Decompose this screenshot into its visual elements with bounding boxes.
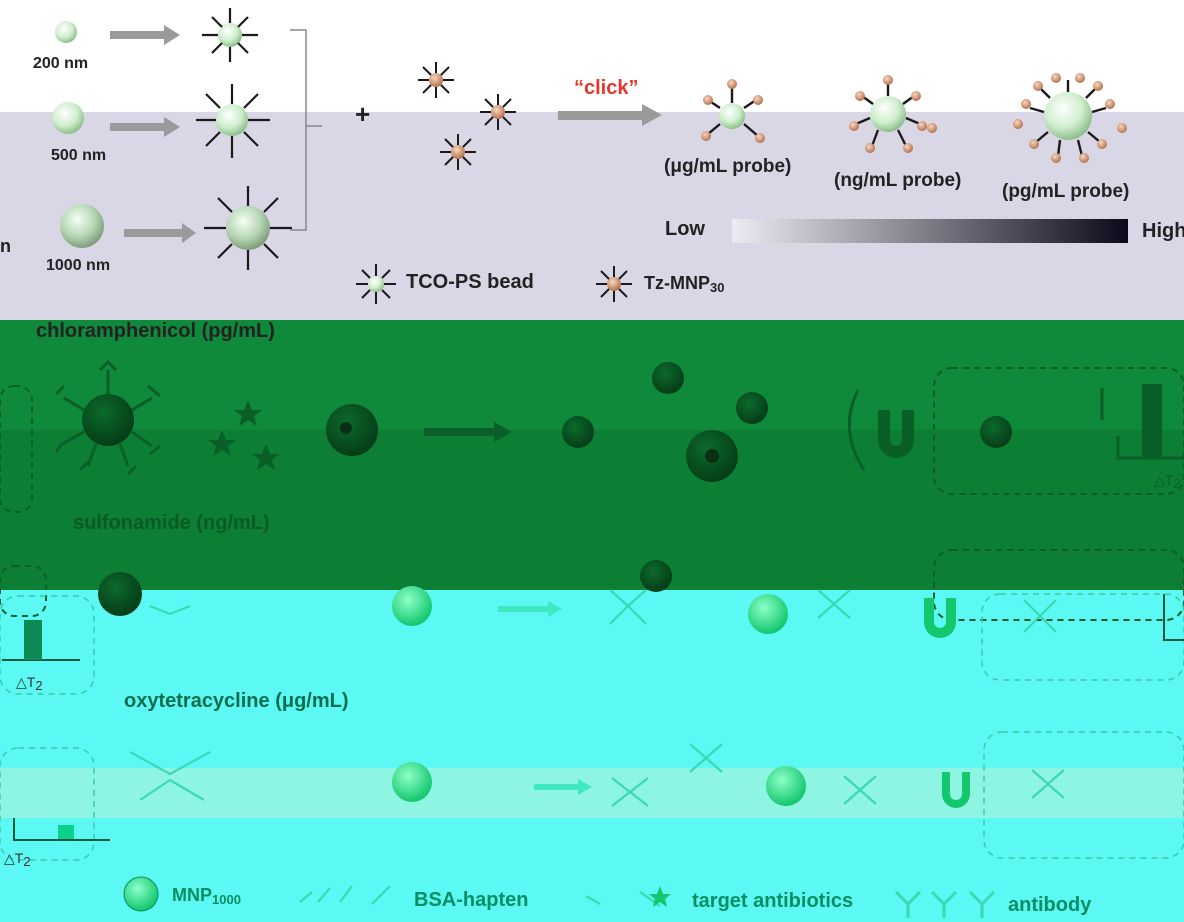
tco-bead-small [202, 8, 258, 62]
tco-legend-icon [356, 264, 396, 304]
probe-ug [701, 79, 765, 143]
bead-200nm [55, 21, 77, 43]
delta-t2-label-3: △T2 [4, 850, 31, 869]
click-arrow [558, 104, 662, 126]
delta-t2-label-1: △T2 [1154, 472, 1181, 491]
legend-mnp1000-label: MNP1000 [172, 885, 241, 907]
green-band-lower [0, 430, 1184, 610]
green-row-graphics [0, 359, 1184, 621]
mnp-legend-icon [123, 876, 159, 912]
click-label: “click” [574, 77, 639, 99]
gradient-low-label: Low [665, 218, 705, 240]
bead-1000nm [60, 204, 104, 248]
cut-off-label: n [0, 236, 11, 256]
cyan-band [0, 590, 1184, 922]
probe-pg [1013, 73, 1127, 163]
tz-mnp-cluster [418, 62, 516, 170]
legend-tz-label: Tz-MNP30 [644, 273, 725, 295]
size-label-200nm: 200 nm [33, 55, 89, 72]
size-arrows [110, 25, 196, 243]
probe-label-ug: (μg/mL probe) [664, 156, 792, 177]
legend-target-antibiotics-label: target antibiotics [692, 890, 854, 912]
size-bracket [290, 29, 322, 231]
plus-sign: + [355, 99, 371, 129]
legend-antibody-label: antibody [1008, 894, 1092, 916]
cyan-stripe [0, 768, 1184, 818]
cyan-row-graphics [0, 586, 1184, 918]
gradient-high-label: High [1142, 220, 1184, 242]
bead-500nm [52, 102, 84, 134]
top-white-band [0, 0, 1184, 128]
row-title-chloramphenicol: chloramphenicol (pg/mL) [36, 320, 275, 342]
lavender-band [0, 112, 1184, 322]
delta-t2-label-2: △T2 [16, 674, 43, 693]
green-band-upper [0, 320, 1184, 430]
row-title-sulfonamide: sulfonamide (ng/mL) [73, 512, 270, 534]
tco-bead-large [204, 186, 292, 270]
probe-label-pg: (pg/mL probe) [1002, 181, 1130, 202]
legend-tco-label: TCO-PS bead [406, 271, 534, 293]
tz-legend-icon [596, 266, 632, 302]
tco-bead-medium [196, 84, 270, 158]
probe-ng [849, 75, 937, 153]
size-label-500nm: 500 nm [51, 147, 107, 164]
size-label-1000nm: 1000 nm [46, 257, 111, 274]
probe-label-ng: (ng/mL probe) [834, 170, 962, 191]
legend-bsa-hapten-label: BSA-hapten [414, 889, 529, 911]
row-title-oxytetracycline: oxytetracycline (μg/mL) [124, 690, 349, 712]
